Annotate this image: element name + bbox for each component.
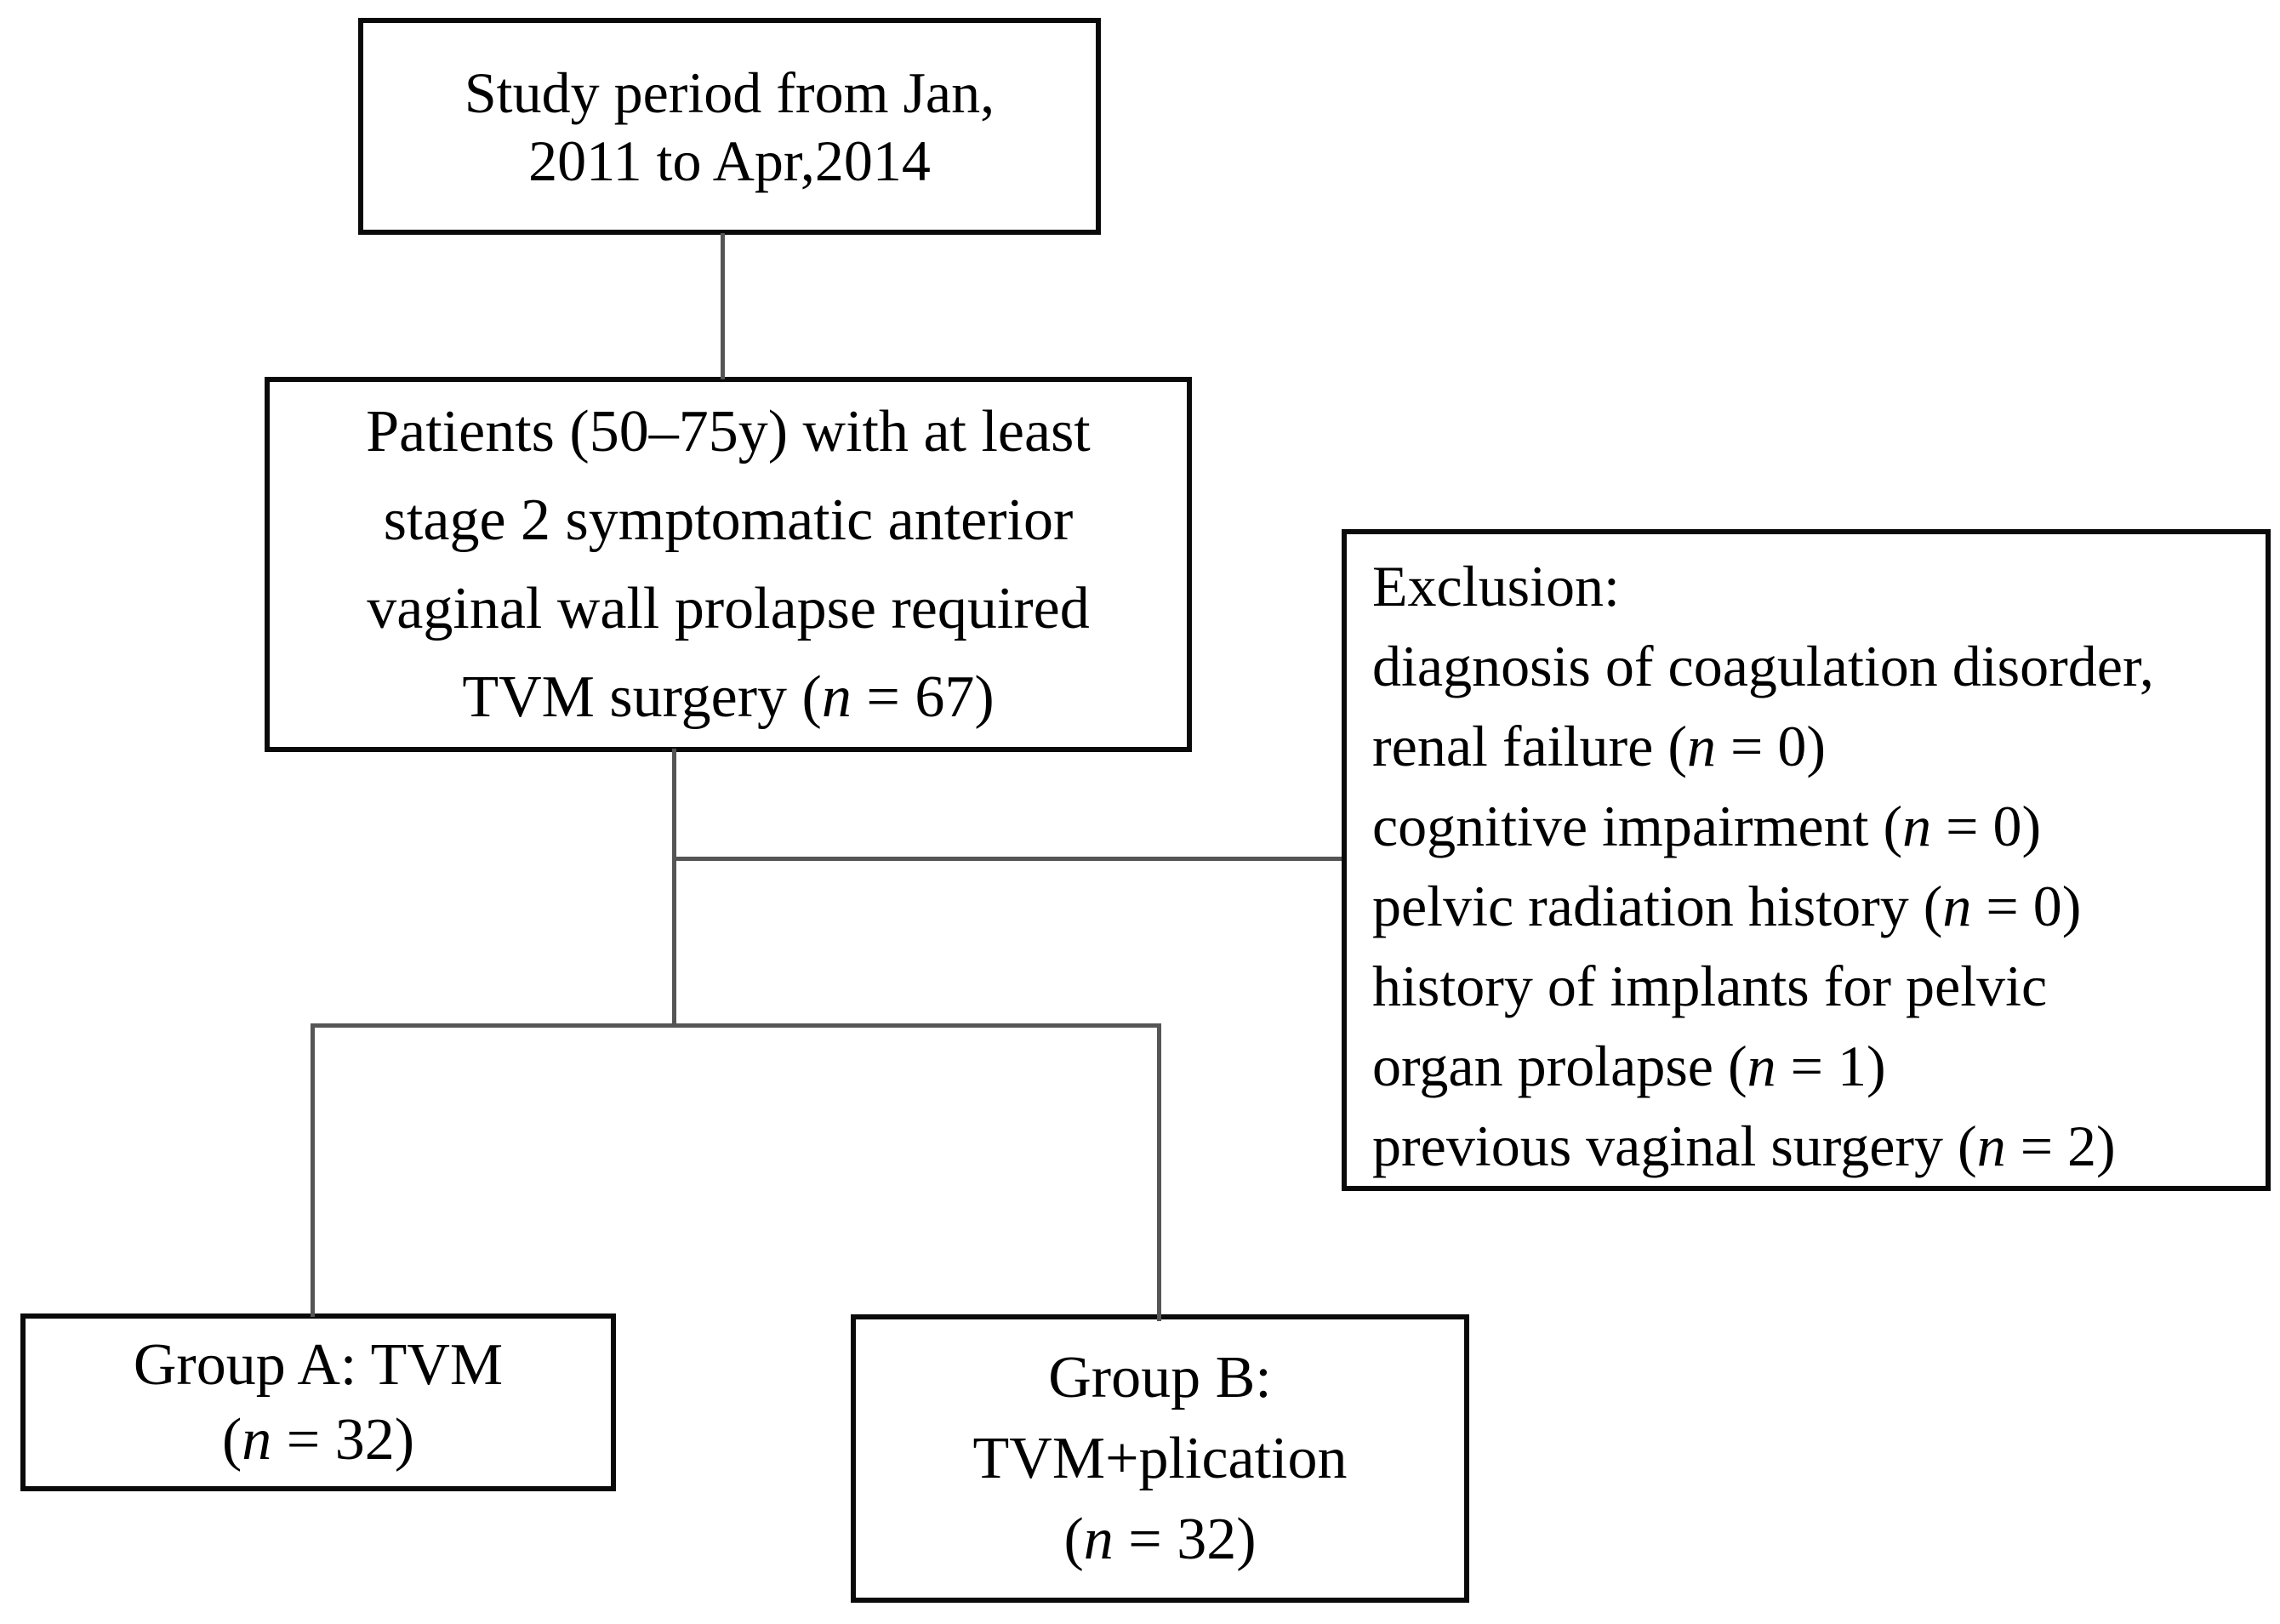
study-period-box: Study period from Jan,2011 to Apr,2014 [358,18,1101,235]
connector-to-group-a-line [311,1023,315,1317]
group-b-box: Group B:TVM+plication(n = 32) [851,1314,1469,1603]
connector-to-exclusion-line [674,857,1342,861]
connector-patients-stem-line [672,749,676,1028]
group-a-box: Group A: TVM(n = 32) [20,1313,616,1491]
exclusion-criteria-box: Exclusion:diagnosis of coagulation disor… [1342,529,2271,1191]
connector-study-to-patients-line [721,233,725,379]
connector-split-horizontal-line [311,1023,1161,1028]
connector-to-group-b-line [1157,1023,1161,1321]
